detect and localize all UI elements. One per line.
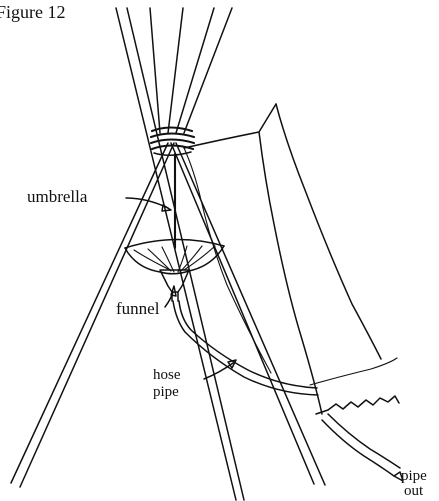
pole-right-leg — [171, 143, 314, 484]
hose-pipe-outer — [173, 301, 318, 395]
label-hose-line1: hose — [153, 367, 181, 383]
rope-lashing — [151, 128, 194, 156]
tarp-fringe — [316, 396, 399, 414]
hose-pipe-lower-outer — [322, 420, 394, 476]
labels: umbrella funnel hose pipe pipe out — [27, 187, 427, 499]
umbrella-rib-1 — [134, 250, 168, 269]
label-funnel: funnel — [116, 299, 160, 318]
figure-title: Figure 12 — [0, 2, 66, 22]
tarp-top-peak — [259, 104, 276, 132]
hose-pipe — [173, 301, 403, 481]
tripod-poles — [11, 8, 325, 500]
umbrella-assembly — [125, 154, 224, 274]
tarp-left-fold — [259, 132, 322, 414]
umbrella-rib-4 — [178, 246, 187, 272]
tarp-hem — [310, 358, 397, 385]
arrow-hose — [204, 363, 233, 379]
arrow-umbrella-head — [162, 205, 171, 211]
tarp — [184, 104, 399, 414]
pole-2 — [127, 8, 244, 500]
label-pipe-out-line1: pipe — [401, 468, 427, 484]
tarp-top-edge — [184, 132, 259, 148]
label-umbrella: umbrella — [27, 187, 88, 206]
label-hose-line2: pipe — [153, 384, 179, 400]
lashing-wrap-3 — [151, 140, 194, 144]
tarp-right-edge — [276, 104, 381, 359]
hose-pipe-lower-inner — [328, 414, 400, 468]
pole-4 — [168, 8, 183, 133]
arrow-funnel-head — [171, 286, 176, 296]
pole-right-leg-2 — [176, 143, 325, 485]
label-pipe-out-line2: out — [404, 483, 424, 499]
